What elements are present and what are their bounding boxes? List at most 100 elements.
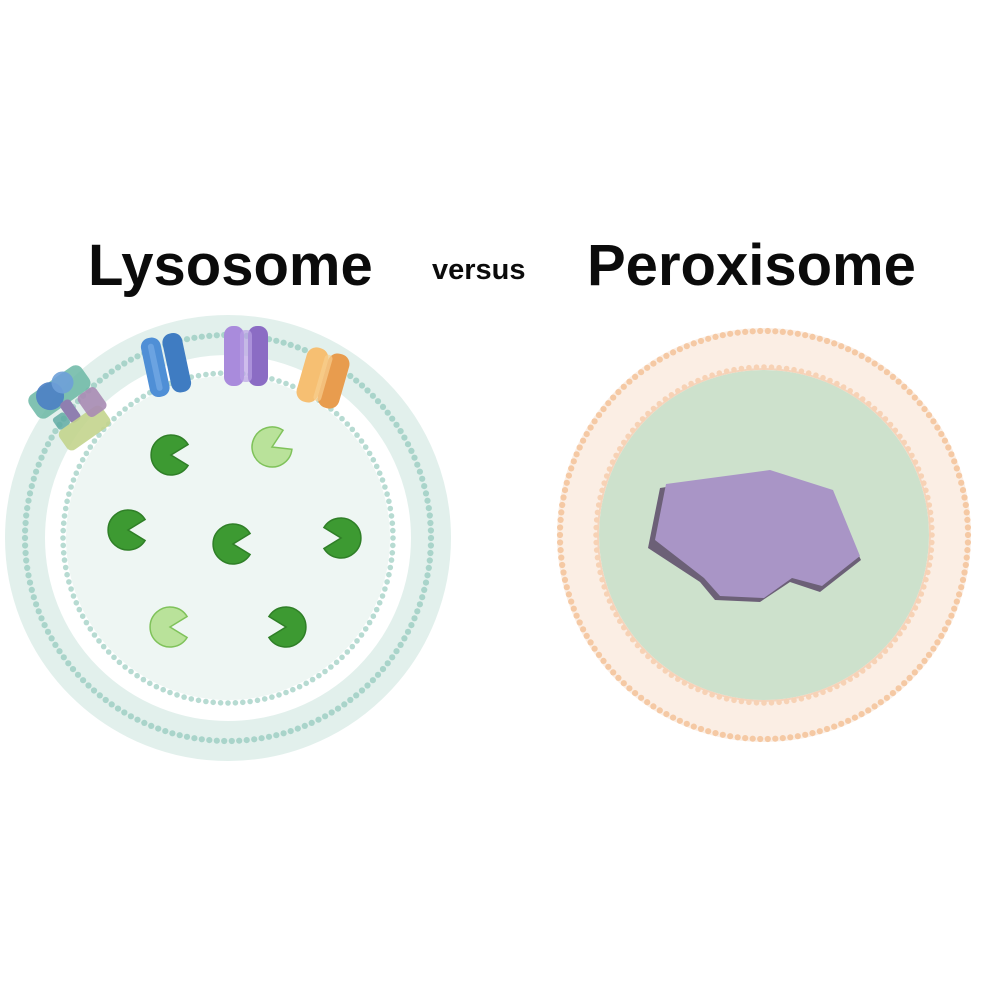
- lipid-head: [276, 378, 282, 384]
- lipid-head: [858, 352, 865, 359]
- lipid-head: [638, 694, 645, 701]
- lipid-head: [362, 626, 369, 632]
- lipid-head: [90, 382, 98, 389]
- lipid-head: [167, 689, 173, 696]
- lipid-head: [358, 382, 366, 389]
- hydrolase-enzyme-icon: [150, 434, 190, 476]
- lipid-head: [827, 686, 833, 693]
- lipid-head: [629, 427, 636, 434]
- lipid-head: [210, 370, 216, 377]
- lipid-head: [772, 328, 779, 335]
- lipid-head: [339, 415, 345, 422]
- lipid-head: [964, 539, 972, 546]
- lipid-head: [871, 405, 878, 412]
- lipid-head: [35, 461, 42, 468]
- lipid-head: [742, 328, 749, 335]
- lipid-head: [877, 410, 883, 417]
- hydrolase-enzyme-icon: [251, 426, 293, 468]
- lipid-head: [258, 735, 265, 742]
- lipid-head: [887, 421, 894, 428]
- lipid-head: [609, 459, 616, 465]
- lipid-head: [650, 360, 657, 367]
- lipid-head: [26, 579, 34, 586]
- lipid-head: [134, 353, 141, 360]
- lipid-head: [625, 630, 631, 637]
- lysosome-title: Lysosome: [88, 233, 373, 298]
- lipid-head: [147, 680, 153, 687]
- lipid-head: [712, 333, 719, 340]
- lipid-head: [174, 692, 180, 698]
- lipid-head: [916, 400, 923, 407]
- lipid-head: [195, 697, 202, 704]
- lipid-head: [290, 383, 296, 390]
- lipid-head: [283, 380, 289, 387]
- lipid-head: [24, 564, 31, 572]
- lipid-head: [290, 686, 296, 693]
- lipid-head: [349, 643, 356, 650]
- lipid-head: [60, 654, 67, 661]
- lipid-head: [236, 737, 243, 744]
- lipid-head: [26, 490, 34, 497]
- lipid-head: [921, 406, 928, 413]
- lipid-head: [217, 370, 224, 377]
- lipid-head: [738, 365, 745, 372]
- lipid-head: [70, 477, 77, 483]
- lipid-head: [887, 642, 894, 649]
- lipid-head: [723, 696, 730, 702]
- lipid-head: [912, 459, 919, 465]
- lipid-head: [422, 490, 430, 497]
- lipid-head: [213, 737, 220, 744]
- lipid-head: [102, 696, 109, 704]
- lipid-head: [366, 450, 373, 457]
- lipid-head: [33, 601, 40, 608]
- lipid-head: [408, 447, 415, 454]
- lipid-head: [347, 372, 354, 380]
- lipid-head: [388, 557, 395, 563]
- lipid-head: [681, 680, 688, 686]
- lipid-head: [615, 674, 622, 682]
- lipid-head: [228, 737, 235, 745]
- lipid-head: [895, 378, 902, 385]
- lipid-head: [384, 491, 390, 497]
- lipid-head: [60, 542, 66, 549]
- lipid-head: [587, 424, 594, 431]
- lysosome: [5, 315, 451, 761]
- lipid-head: [419, 475, 426, 482]
- lipid-head: [73, 470, 80, 477]
- lipid-head: [620, 383, 627, 390]
- lipid-head: [309, 676, 316, 683]
- lipid-head: [709, 692, 715, 698]
- lipid-head: [213, 332, 220, 339]
- lipid-head: [160, 686, 166, 693]
- lipid-head: [176, 732, 183, 739]
- lipid-head: [580, 626, 587, 633]
- peroxisome-membrane-inner-heads: [593, 364, 935, 706]
- lipid-head: [364, 682, 371, 689]
- lipid-head: [116, 659, 123, 666]
- lipid-head: [308, 719, 315, 727]
- lipid-head: [934, 639, 941, 646]
- lipid-head: [339, 654, 345, 661]
- lipid-head: [558, 554, 565, 561]
- lipid-head: [595, 412, 603, 419]
- lipid-head: [561, 487, 569, 494]
- lipid-head: [656, 707, 663, 714]
- lipid-head: [379, 403, 387, 410]
- lipid-head: [617, 618, 623, 624]
- lipid-head: [928, 517, 935, 523]
- lipid-head: [265, 733, 273, 740]
- lipid-head: [388, 513, 395, 519]
- lipid-head: [198, 736, 205, 743]
- lipid-head: [634, 642, 641, 649]
- lipid-head: [791, 366, 797, 373]
- lipid-head: [621, 624, 627, 631]
- lipid-head: [128, 668, 134, 675]
- lipid-head: [580, 437, 587, 444]
- lipid-head: [663, 711, 670, 718]
- lipid-head: [559, 561, 566, 569]
- lipid-head: [38, 615, 45, 622]
- lipid-head: [805, 370, 812, 376]
- lipid-head: [593, 532, 599, 538]
- lipid-head: [269, 376, 275, 382]
- lipid-head: [593, 524, 599, 531]
